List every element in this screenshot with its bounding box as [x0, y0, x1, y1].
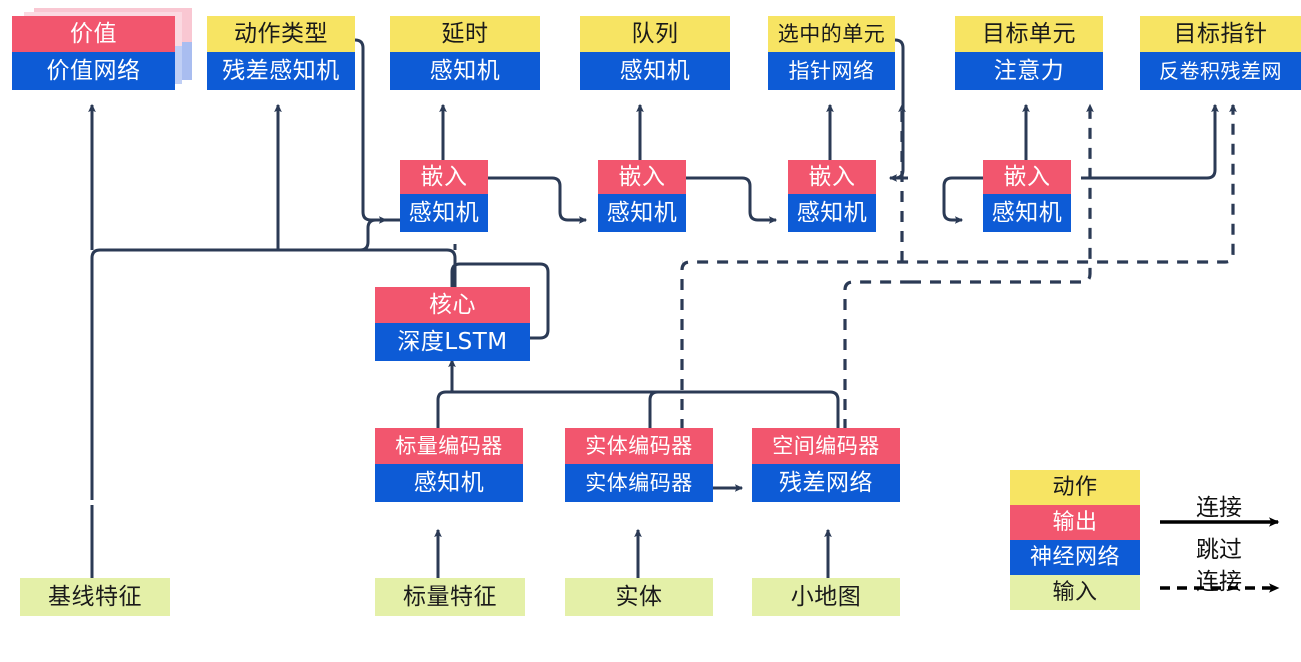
node-target-point[interactable]: 目标指针 反卷积残差网	[1140, 16, 1301, 90]
node-embed-1-output: 嵌入	[400, 160, 488, 194]
wire-embed3-to-embed4	[942, 176, 1035, 224]
node-selected-units-action: 选中的单元	[768, 16, 895, 52]
node-action-type-nn: 残差感知机	[207, 52, 355, 90]
wire-scalarenc-bus	[436, 390, 645, 430]
node-embed-1[interactable]: 嵌入 感知机	[400, 160, 488, 232]
node-baseline-features[interactable]: 基线特征	[20, 578, 170, 616]
node-embed-2[interactable]: 嵌入 感知机	[598, 160, 686, 232]
node-embed-3-nn: 感知机	[788, 194, 876, 232]
node-scalar-encoder-nn: 感知机	[375, 464, 523, 502]
legend-swatch-action: 动作	[1010, 470, 1140, 505]
wire-embed4-to-targetpoint	[1081, 103, 1219, 180]
legend-swatch-output: 输出	[1010, 505, 1140, 540]
wire-entityenc-bus	[648, 390, 820, 430]
node-core-output: 核心	[375, 287, 530, 323]
node-target-point-nn: 反卷积残差网	[1140, 52, 1301, 90]
node-embed-4[interactable]: 嵌入 感知机	[983, 160, 1071, 232]
skip-spatialenc-to-targetunit	[910, 103, 1094, 284]
node-target-point-action: 目标指针	[1140, 16, 1301, 52]
legend-swatches: 动作 输出 神经网络 输入	[1010, 470, 1140, 610]
skip-entityenc-to-targetpoint	[680, 103, 1237, 430]
node-selected-units-nn: 指针网络	[768, 52, 895, 90]
node-delay[interactable]: 延时 感知机	[390, 16, 540, 90]
node-target-unit[interactable]: 目标单元 注意力	[955, 16, 1103, 90]
wire-core-to-left-bus	[90, 248, 457, 500]
legend-skip-label-line1: 跳过	[1196, 537, 1242, 563]
node-target-unit-action: 目标单元	[955, 16, 1103, 52]
wire-spatialenc-bus	[460, 390, 840, 430]
node-scalar-features[interactable]: 标量特征	[375, 578, 525, 616]
legend-swatch-neural-network: 神经网络	[1010, 540, 1140, 575]
node-scalar-encoder-output: 标量编码器	[375, 428, 523, 464]
node-value[interactable]: 价值 价值网络	[12, 16, 175, 90]
node-action-type[interactable]: 动作类型 残差感知机	[207, 16, 355, 90]
node-minimap[interactable]: 小地图	[752, 578, 900, 616]
node-embed-2-output: 嵌入	[598, 160, 686, 194]
skip-spatialenc-start	[843, 280, 910, 430]
wire-selectedunits-down	[893, 38, 908, 180]
node-embed-1-nn: 感知机	[400, 194, 488, 232]
wire-actiontype-to-embed1	[354, 38, 388, 224]
legend-connection-label: 连接	[1196, 495, 1242, 521]
node-spatial-encoder-nn: 残差网络	[752, 464, 900, 502]
node-core[interactable]: 核心 深度LSTM	[375, 287, 530, 361]
node-value-output: 价值	[12, 16, 175, 52]
node-embed-3[interactable]: 嵌入 感知机	[788, 160, 876, 232]
node-embed-2-nn: 感知机	[598, 194, 686, 232]
node-target-unit-nn: 注意力	[955, 52, 1103, 90]
node-queued-nn: 感知机	[580, 52, 730, 90]
node-queued-action: 队列	[580, 16, 730, 52]
node-delay-nn: 感知机	[390, 52, 540, 90]
node-queued[interactable]: 队列 感知机	[580, 16, 730, 90]
node-spatial-encoder[interactable]: 空间编码器 残差网络	[752, 428, 900, 502]
node-entities[interactable]: 实体	[565, 578, 713, 616]
wire-embed1-to-embed2	[488, 176, 588, 224]
node-scalar-encoder[interactable]: 标量编码器 感知机	[375, 428, 523, 502]
node-core-nn: 深度LSTM	[375, 323, 530, 361]
node-entity-encoder-output: 实体编码器	[565, 428, 713, 464]
legend-skip-label-line2: 连接	[1196, 569, 1242, 595]
node-entity-encoder[interactable]: 实体编码器 实体编码器	[565, 428, 713, 502]
wire-embed2-to-embed3	[686, 176, 778, 224]
node-entity-encoder-nn: 实体编码器	[565, 464, 713, 502]
node-embed-3-output: 嵌入	[788, 160, 876, 194]
node-embed-4-nn: 感知机	[983, 194, 1071, 232]
node-value-nn: 价值网络	[12, 52, 175, 90]
node-delay-action: 延时	[390, 16, 540, 52]
legend-arrow-icons	[1160, 517, 1280, 593]
legend-swatch-input: 输入	[1010, 575, 1140, 610]
node-selected-units[interactable]: 选中的单元 指针网络	[768, 16, 895, 90]
node-action-type-action: 动作类型	[207, 16, 355, 52]
node-embed-4-output: 嵌入	[983, 160, 1071, 194]
node-spatial-encoder-output: 空间编码器	[752, 428, 900, 464]
